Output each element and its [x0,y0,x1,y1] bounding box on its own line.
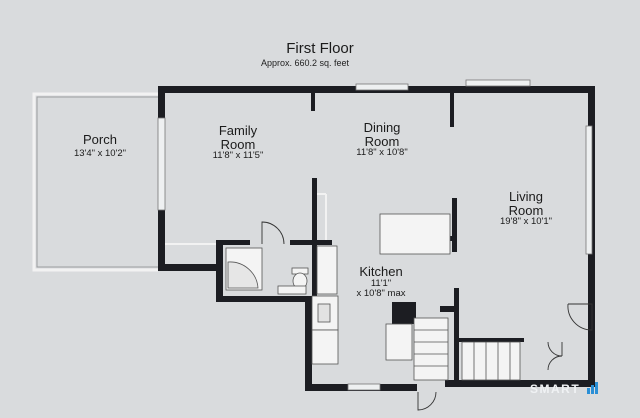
dining-room-name-line-2: Room [364,133,400,149]
kitchen-counters [311,213,451,365]
bathroom-fixtures [225,247,309,295]
living-room-dimensions: 19'8" x 10'1" [499,216,553,228]
kitchen-label: Kitchen 11'1" x 10'8" max [341,265,421,299]
interior-walls [216,93,524,386]
staircase-left [413,317,449,381]
porch-name: Porch [83,132,117,147]
porch-outline-inner [36,96,158,268]
windows [157,79,593,391]
floor-title: First Floor [286,40,354,57]
living-room-label: Living Room 19'8" x 10'1" [484,190,568,227]
floor-area: Approx. 660.2 sq. feet [260,58,350,68]
porch-label: Porch 13'4" x 10'2" [60,132,140,159]
porch-outline [32,92,158,272]
signal-bars-icon [587,382,599,397]
smart-logo: SMART [530,382,599,397]
living-room-name-line-1: Living [509,189,543,204]
doors [261,221,593,411]
family-room-name-line-1: Family [218,123,258,138]
family-room-dimensions: 11'8" x 11'5" [212,150,264,162]
porch-dimensions: 13'4" x 10'2" [73,147,127,159]
dining-room-name-line-1: Dining [363,120,401,135]
kitchen-dimensions-line-1: 11'1" [370,277,392,289]
family-room-name-line-2: Room [220,136,256,152]
living-room-name-line-2: Room [508,202,544,218]
kitchen-dimensions-line-2: x 10'8" max [356,287,406,299]
dining-room-dimensions: 11'8" x 10'8" [356,147,408,159]
smart-logo-text: SMART [530,382,581,396]
staircase-right [461,341,521,381]
dining-room-label: Dining Room 11'8" x 10'8" [342,121,422,158]
family-room-label: Family Room 11'8" x 11'5" [198,124,278,161]
kitchen-name: Kitchen [359,264,403,279]
partition-lines [165,193,327,245]
